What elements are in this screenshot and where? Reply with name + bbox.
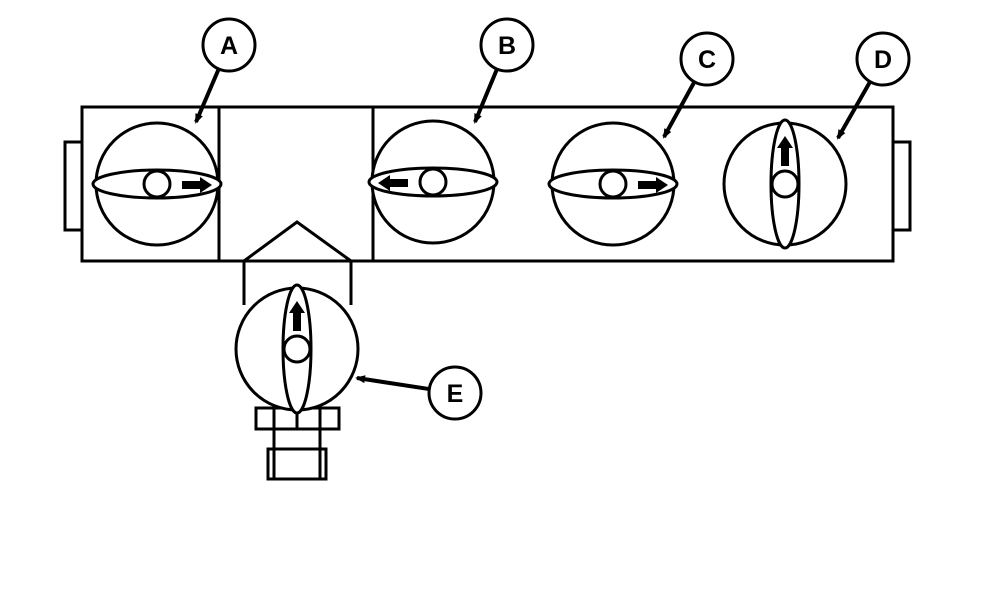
callout-leader-arrow [662, 80, 697, 139]
callout-label: B [498, 32, 516, 60]
callout-label: A [220, 32, 238, 60]
callout-c: C [662, 31, 735, 139]
hose-coupler-tip [266, 447, 328, 481]
callout-leader-arrow [355, 375, 430, 392]
valve-stem [598, 169, 628, 199]
valve-stem [282, 334, 312, 364]
flow-arrow-right-icon [182, 177, 212, 193]
flow-arrow-up-icon [777, 136, 793, 166]
callout-bubble [427, 365, 483, 421]
callout-label: D [874, 46, 892, 74]
callout-b: B [473, 17, 535, 124]
flow-arrow-left-icon [378, 175, 408, 191]
outlet-housing [242, 220, 353, 305]
valve-d[interactable] [722, 118, 848, 250]
callout-bubble [855, 31, 911, 87]
left-end-cap [63, 140, 84, 232]
callout-bubble [479, 17, 535, 73]
callout-leader-arrow [473, 68, 499, 124]
callout-leader-arrow [836, 80, 872, 140]
flow-arrow-right-icon [638, 177, 668, 193]
callout-a: A [194, 17, 257, 124]
valve-b[interactable] [367, 119, 499, 245]
callout-d: D [836, 31, 911, 140]
callout-bubble [679, 31, 735, 87]
callout-label: E [447, 380, 464, 408]
valve-stem [418, 167, 448, 197]
callout-leader-arrow [194, 68, 221, 124]
right-end-cap [891, 140, 912, 232]
valve-c[interactable] [547, 121, 679, 247]
flow-arrow-up-icon [289, 301, 305, 331]
valve-stem [142, 169, 172, 199]
callout-label: C [698, 46, 716, 74]
callout-bubble [201, 17, 257, 73]
valve-e[interactable] [234, 283, 360, 415]
callout-e: E [355, 365, 483, 421]
hose-coupler-neck [272, 427, 322, 451]
valve-stem [770, 169, 800, 199]
valve-a[interactable] [91, 121, 223, 247]
